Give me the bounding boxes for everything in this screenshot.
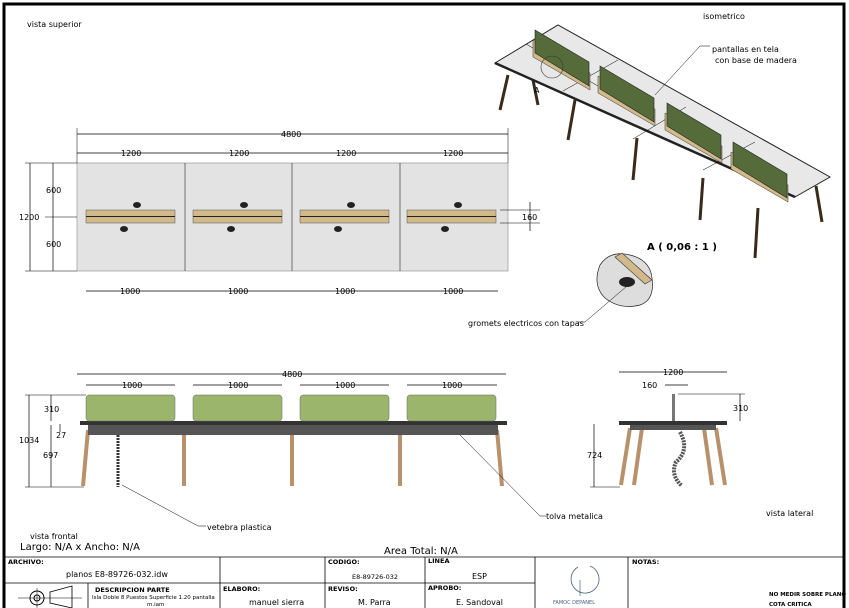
grommet-icon xyxy=(454,202,462,208)
desc-value: Isla Doble 8 Puestos Superficie 1.20 pan… xyxy=(92,595,215,601)
company-logo: FAMOC DEPANEL xyxy=(553,565,600,606)
front-dim-screen-4: 1000 xyxy=(442,381,462,390)
front-dim-screen-1: 1000 xyxy=(122,381,142,390)
callout-vertebra: vetebra plastica xyxy=(207,523,272,532)
codigo-value: E8-89726-032 xyxy=(352,573,398,581)
front-leg xyxy=(81,429,90,487)
iso-legs xyxy=(498,74,824,259)
reviso-value: M. Parra xyxy=(358,598,391,607)
iso-screen xyxy=(666,102,722,160)
archivo-value: planos E8-89726-032.idw xyxy=(66,570,168,579)
dim-half-1: 600 xyxy=(46,186,61,195)
dim-module-2: 1200 xyxy=(229,149,249,158)
front-leg xyxy=(495,429,504,487)
dim-module-3: 1200 xyxy=(336,149,356,158)
dim-half-2: 600 xyxy=(46,240,61,249)
linea-value: ESP xyxy=(472,572,487,581)
iso-screen xyxy=(599,65,655,123)
side-vertebra xyxy=(672,431,687,488)
front-screen xyxy=(406,394,497,422)
dim-strip: 160 xyxy=(522,213,537,222)
grommet-icon xyxy=(441,226,449,232)
grommet-icon xyxy=(227,226,235,232)
iso-screen xyxy=(732,141,788,199)
callout-screens-2: con base de madera xyxy=(715,56,797,65)
projection-symbol-icon xyxy=(18,585,82,608)
front-dim-screen-2: 1000 xyxy=(228,381,248,390)
grommet-icon xyxy=(133,202,141,208)
front-dim-thickness: 27 xyxy=(56,431,66,440)
aprobo-label: APROBO: xyxy=(428,584,461,592)
front-view: 4800 1000 1000 1000 1000 1034 310 27 697… xyxy=(19,370,603,541)
aprobo-value: E. Sandoval xyxy=(456,598,503,607)
side-view-label: vista lateral xyxy=(766,509,813,518)
elaboro-value: manuel sierra xyxy=(249,598,304,607)
callout-screens: pantallas en tela xyxy=(712,45,779,54)
dim-screen-4: 1000 xyxy=(443,287,463,296)
side-dim-screen-height: 310 xyxy=(733,404,748,413)
elaboro-label: ELABORO: xyxy=(223,585,260,593)
side-tabletop xyxy=(619,421,727,425)
front-dim-screen-3: 1000 xyxy=(335,381,355,390)
front-frame xyxy=(88,425,498,435)
side-dim-height: 724 xyxy=(587,451,602,460)
dim-module-4: 1200 xyxy=(443,149,463,158)
codigo-label: CODIGO: xyxy=(328,558,360,566)
linea-label: LINEA xyxy=(428,557,449,565)
title-block: ARCHIVO: planos E8-89726-032.idw CODIGO:… xyxy=(4,556,846,608)
dim-screen-2: 1000 xyxy=(228,287,248,296)
iso-screen xyxy=(534,29,590,87)
side-view: 1200 160 310 724 vista lateral xyxy=(587,368,813,518)
side-screen xyxy=(672,394,675,421)
desc-label: DESCRIPCION PARTE xyxy=(95,586,170,594)
front-screen xyxy=(85,394,176,422)
side-dim-strip: 160 xyxy=(642,381,657,390)
top-view: vista superior 4800 1200 1200 1200 1200 … xyxy=(19,20,540,296)
detail-a: A ( 0,06 : 1 ) gromets electricos con ta… xyxy=(468,242,717,328)
reviso-label: REVISO: xyxy=(328,585,358,593)
isometric-view: isometrico A pantallas en tela con base … xyxy=(493,12,832,259)
detail-title: A ( 0,06 : 1 ) xyxy=(647,242,717,253)
callout-tolva: tolva metalica xyxy=(546,512,603,521)
front-tabletop xyxy=(80,421,507,425)
grommet-icon xyxy=(120,226,128,232)
dim-screen-1: 1000 xyxy=(120,287,140,296)
logo-text: FAMOC DEPANEL xyxy=(553,600,595,606)
callout-grommets: gromets electricos con tapas xyxy=(468,319,584,328)
front-screen xyxy=(192,394,283,422)
area-summary: Area Total: N/A xyxy=(384,546,458,557)
detail-a-circle xyxy=(540,55,564,79)
front-dim-length: 4800 xyxy=(282,370,302,379)
grommet-icon xyxy=(347,202,355,208)
front-dim-screen-height: 310 xyxy=(44,405,59,414)
size-summary: Largo: N/A x Ancho: N/A xyxy=(20,542,140,553)
desc-value-2: m.iam xyxy=(147,602,164,608)
front-dim-total-height: 1034 xyxy=(19,436,39,445)
iso-label: isometrico xyxy=(703,12,745,21)
notas-label: NOTAS: xyxy=(632,558,659,566)
side-dim-depth: 1200 xyxy=(663,368,683,377)
detail-mark: A xyxy=(534,86,540,95)
front-view-label: vista frontal xyxy=(30,532,78,541)
note-cota-critica: COTA CRITICA xyxy=(769,602,812,608)
dim-screen-3: 1000 xyxy=(335,287,355,296)
grommet-icon xyxy=(240,202,248,208)
dim-depth: 1200 xyxy=(19,213,39,222)
front-screen xyxy=(299,394,390,422)
front-dim-leg: 697 xyxy=(43,451,58,460)
dim-module-1: 1200 xyxy=(121,149,141,158)
top-view-label: vista superior xyxy=(27,20,82,29)
grommet-icon xyxy=(334,226,342,232)
archivo-label: ARCHIVO: xyxy=(8,558,44,566)
note-no-medir: NO MEDIR SOBRE PLANO xyxy=(769,592,846,598)
dim-length: 4800 xyxy=(281,130,301,139)
